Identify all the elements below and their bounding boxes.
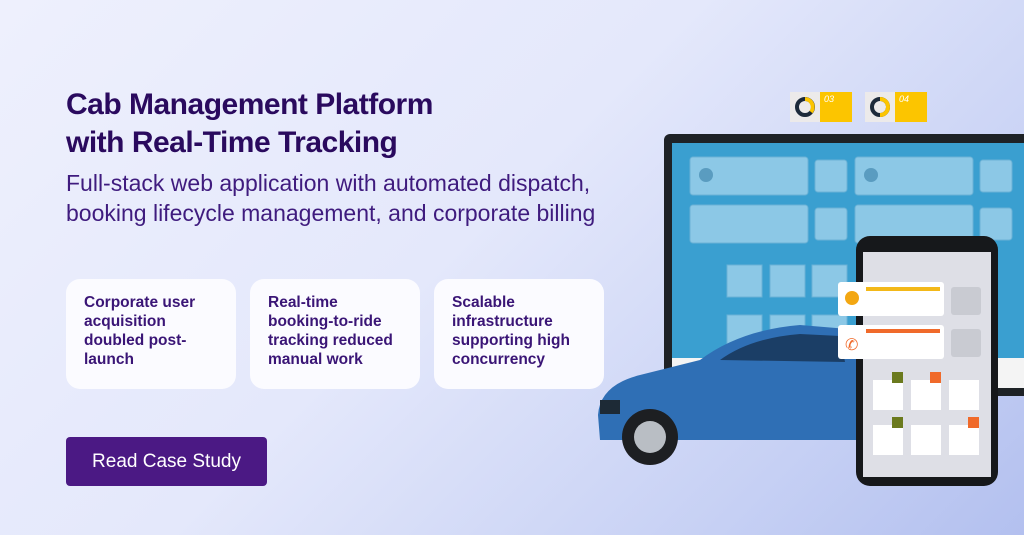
badge-number: 04 (899, 94, 910, 104)
map-pin-icon (864, 168, 878, 182)
highlight-card-infrastructure: Scalable infrastructure supporting high … (434, 279, 604, 389)
badge-number: 03 (824, 94, 835, 104)
close-icon (930, 372, 941, 383)
donut-chart-icon (795, 97, 815, 117)
highlight-card-acquisition: Corporate user acquisition doubled post-… (66, 279, 236, 389)
map-pin-icon (845, 291, 859, 305)
map-pin-icon (699, 168, 713, 182)
check-icon (892, 417, 903, 428)
add-icon (951, 287, 981, 315)
highlight-text: Corporate user acquisition doubled post-… (84, 294, 196, 368)
highlight-card-tracking: Real-time booking-to-ride tracking reduc… (250, 279, 420, 389)
infographic-badge: 04 (865, 92, 927, 122)
highlight-text: Real-time booking-to-ride tracking reduc… (268, 294, 393, 368)
title-line-1: Cab Management Platform (66, 88, 433, 121)
donut-chart-icon (870, 97, 890, 117)
phone-task-tiles (873, 380, 979, 455)
phone-call-icon: ✆ (845, 337, 858, 354)
location-card (854, 156, 974, 196)
check-icon (892, 372, 903, 383)
subtitle: Full-stack web application with automate… (66, 170, 596, 226)
location-card (689, 156, 809, 196)
page-title: Cab Management Platform with Real-Time T… (66, 86, 626, 162)
title-line-2: with Real-Time Tracking (66, 126, 398, 159)
clock-icon (951, 329, 981, 357)
read-case-study-button[interactable]: Read Case Study (66, 437, 267, 486)
phone-call-card (838, 325, 944, 359)
car-image (598, 325, 885, 465)
infographic-badge: 03 (790, 92, 852, 122)
close-icon (968, 417, 979, 428)
highlight-text: Scalable infrastructure supporting high … (452, 294, 570, 368)
call-card (689, 204, 809, 244)
